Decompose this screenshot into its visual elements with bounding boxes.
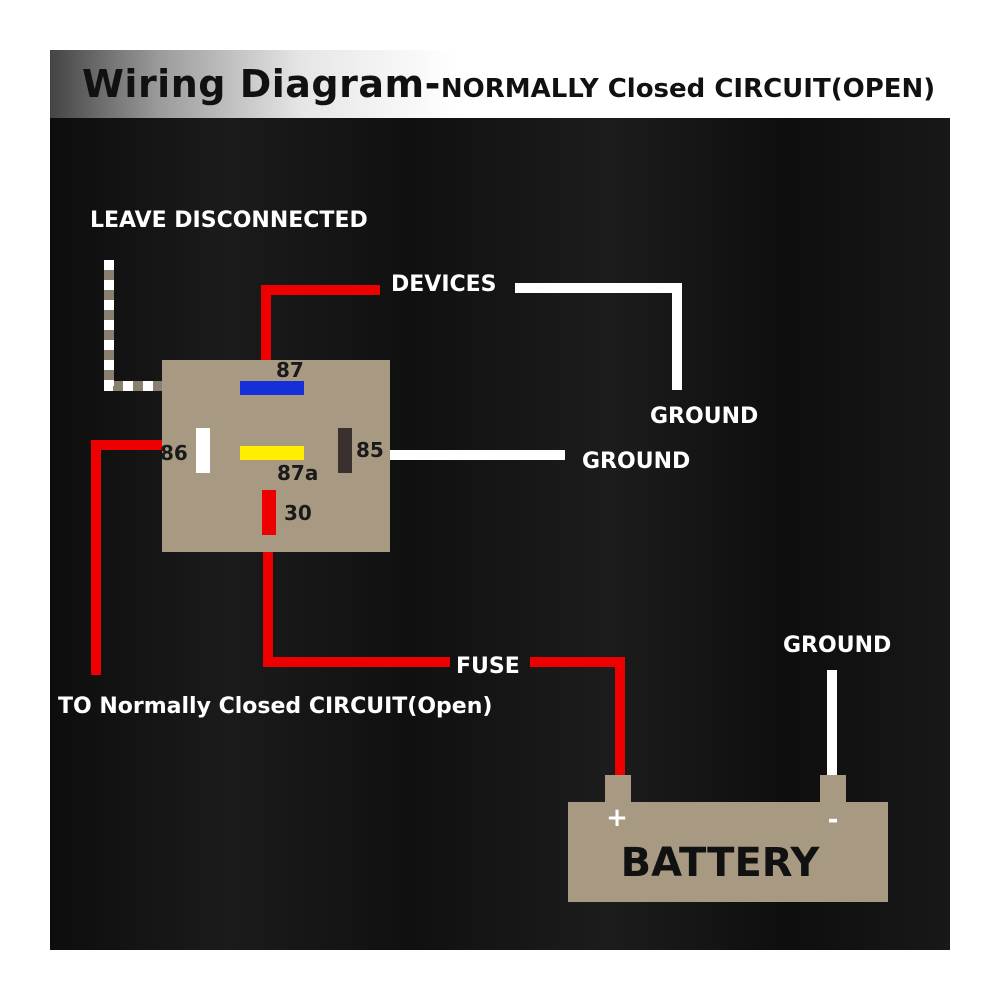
wire-fuse-battery [530,657,625,780]
pin-87a-yellow [240,446,304,460]
pin-86-white [196,428,210,473]
battery-negative-terminal [820,775,846,803]
battery-body [568,802,888,902]
page-title: Wiring Diagram-NORMALLY Closed CIRCUIT(O… [82,62,935,106]
devices-label: DEVICES [391,272,497,297]
pin-86-label: 86 [160,441,188,465]
ground-battery-label: GROUND [783,633,891,658]
title-bar: Wiring Diagram-NORMALLY Closed CIRCUIT(O… [50,50,950,118]
pin-30-label: 30 [284,501,312,525]
pin-85-dark [338,428,352,473]
battery-negative-sign: - [828,805,839,835]
diagram-frame: Wiring Diagram-NORMALLY Closed CIRCUIT(O… [50,50,950,950]
leave-disconnected-label: LEAVE DISCONNECTED [90,208,368,233]
wiring-diagram: 87 86 85 87a 30 + - BATTERY LEAVE DISCON… [58,208,891,902]
to-circuit-label: TO Normally Closed CIRCUIT(Open) [58,694,492,719]
wire-30-fuse-battery [263,550,450,667]
wire-87-devices [261,285,380,360]
title-main: Wiring Diagram- [82,62,441,106]
title-sub: NORMALLY Closed CIRCUIT(OPEN) [440,74,936,104]
ground-85-label: GROUND [582,449,690,474]
pin-87-blue [240,381,304,395]
battery-positive-terminal [605,775,631,803]
battery-positive-sign: + [606,803,628,833]
wire-86-circuit [91,440,162,675]
pin-87a-label: 87a [277,461,318,485]
pin-85-label: 85 [356,438,384,462]
ground-devices-label: GROUND [650,404,758,429]
wire-devices-ground [515,283,682,390]
fuse-label: FUSE [456,654,520,679]
pin-30-red [262,490,276,535]
battery-label: BATTERY [621,840,821,886]
pin-87-label: 87 [276,358,304,382]
